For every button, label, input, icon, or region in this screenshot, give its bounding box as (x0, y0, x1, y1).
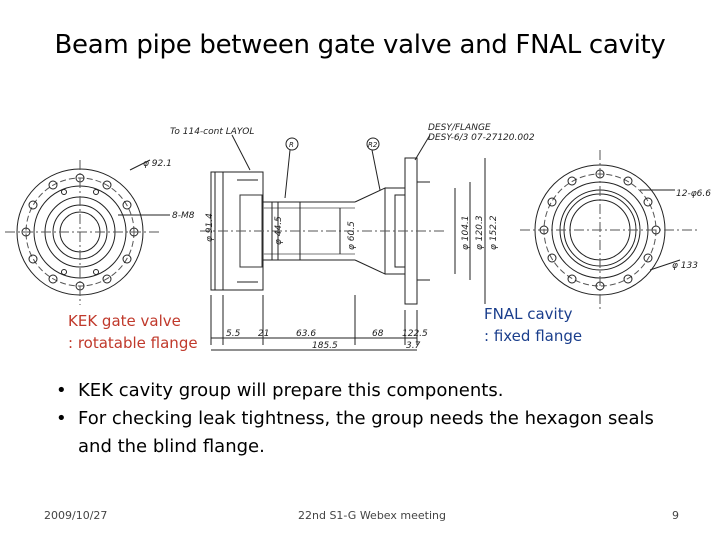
note-left: To 114-cont LAYOL (170, 127, 254, 137)
dim-68: 68 (372, 329, 384, 339)
right-flange-view (520, 150, 700, 310)
bullet-list: KEK cavity group will prepare this compo… (54, 377, 674, 461)
left-flange-view (5, 159, 170, 305)
note-right-1: DESY/FLANGE (428, 123, 491, 133)
bullet-item: For checking leak tightness, the group n… (54, 405, 674, 461)
callout-left-line-1: KEK gate valve (68, 312, 181, 330)
dim-phi-60-5: φ 60.5 (347, 221, 357, 250)
dim-right-diameter: φ 133 (672, 261, 698, 271)
callout-kek-gate-valve: KEK gate valve : rotatable flange (68, 310, 198, 354)
dim-3-7: 3.7 (406, 341, 421, 351)
dim-21: 21 (258, 329, 269, 339)
dim-185-5: 185.5 (312, 341, 338, 351)
page-number: 9 (672, 509, 679, 522)
dim-left-bolts: 8-M8 (172, 211, 195, 221)
dim-122-5: 122.5 (402, 329, 428, 339)
slide-title: Beam pipe between gate valve and FNAL ca… (54, 30, 666, 60)
dim-phi-120-3: φ 120.3 (475, 215, 485, 250)
dim-5-5: 5.5 (226, 329, 241, 339)
callout-left-line-2: : rotatable flange (68, 334, 198, 352)
callout-right-line-1: FNAL cavity (484, 305, 573, 323)
dim-63-6: 63.6 (296, 329, 316, 339)
pipe-section-view (200, 134, 486, 351)
dim-left-diameter: φ 92.1 (143, 159, 172, 169)
footer-meeting: 22nd S1-G Webex meeting (298, 509, 446, 522)
dim-right-holes: 12-φ6.6 (676, 189, 711, 199)
balloon-1: R (289, 141, 294, 149)
dim-phi-152-2: φ 152.2 (489, 215, 499, 250)
dim-phi-104-1: φ 104.1 (461, 215, 471, 250)
callout-right-line-2: : fixed flange (484, 327, 583, 345)
dim-phi-44-5: φ 44.5 (274, 216, 284, 245)
callout-fnal-cavity: FNAL cavity : fixed flange (484, 303, 582, 347)
footer-date: 2009/10/27 (44, 509, 108, 522)
note-right-2: DESY-6/3 07-27120.002 (428, 133, 535, 143)
dim-phi-91-4: φ 91.4 (205, 213, 215, 242)
balloon-2: R2 (368, 141, 378, 149)
bullet-item: KEK cavity group will prepare this compo… (54, 377, 674, 405)
technical-drawing: φ 92.1 8-M8 To 114-cont LAYOL DESY/FLANG… (5, 123, 711, 351)
